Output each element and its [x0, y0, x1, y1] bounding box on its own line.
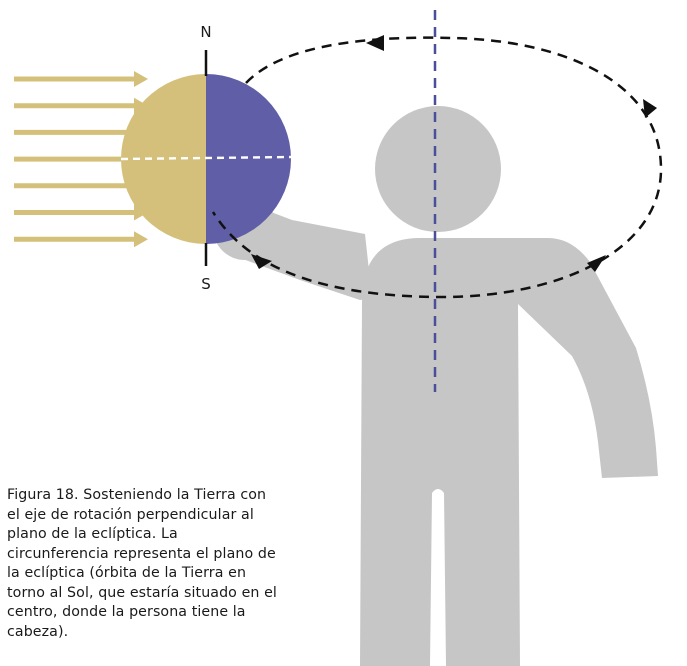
person-torso [360, 238, 658, 666]
person-figure [213, 106, 658, 666]
orbit-arrow-right-bottom [587, 255, 606, 272]
orbit-arrow-right-top [643, 99, 657, 118]
south-label: S [201, 275, 211, 293]
leg-gap [430, 489, 446, 666]
sun-ray-arrowhead [134, 231, 148, 248]
north-label: N [200, 23, 211, 41]
equator-line [120, 155, 292, 161]
orbit-arrow-top [366, 35, 384, 51]
figure-caption: Figura 18. Sosteniendo la Tierra con el … [7, 487, 277, 640]
sun-ray-arrowhead [134, 71, 148, 87]
person-head [375, 106, 501, 232]
orbit-arrow-bottom-left [251, 254, 272, 269]
